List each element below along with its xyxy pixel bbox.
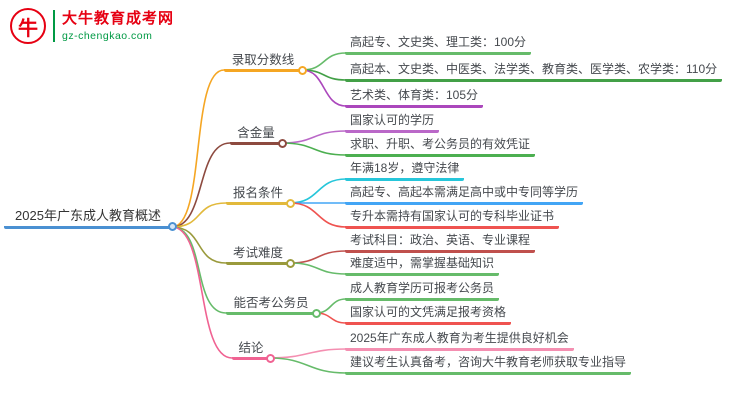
leaf-node[interactable]: 专升本需持有国家认可的专科毕业证书 <box>345 209 560 229</box>
node-toggle-dot[interactable] <box>286 199 295 208</box>
node-toggle-dot[interactable] <box>286 259 295 268</box>
leaf-node[interactable]: 艺术类、体育类：105分 <box>345 88 484 108</box>
node-toggle-dot[interactable] <box>266 354 275 363</box>
mindmap-link <box>281 142 347 156</box>
mindmap-link <box>301 69 347 107</box>
logo-url: gz-chengkao.com <box>62 30 153 42</box>
leaf-node[interactable]: 成人教育学历可报考公务员 <box>345 281 500 301</box>
mindmap-link <box>171 226 227 264</box>
leaf-node[interactable]: 难度适中，需掌握基础知识 <box>345 256 500 276</box>
bull-logo-icon: 牛 <box>10 8 46 44</box>
mindmap-link <box>281 130 347 144</box>
mindmap-link <box>301 52 347 71</box>
mindmap-link <box>171 226 227 314</box>
mindmap-link <box>289 262 347 275</box>
mindmap-link <box>289 250 347 264</box>
mindmap-link <box>171 226 233 359</box>
node-toggle-dot[interactable] <box>312 309 321 318</box>
root-node[interactable]: 2025年广东成人教育概述 <box>4 207 172 229</box>
branch-admission-score-line[interactable]: 录取分数线 <box>224 52 302 72</box>
node-toggle-dot[interactable] <box>168 222 177 231</box>
logo-title: 大牛教育成考网 <box>62 10 175 27</box>
leaf-node[interactable]: 国家认可的文凭满足报考资格 <box>345 305 512 325</box>
branch-exam-difficulty[interactable]: 考试难度 <box>226 245 290 265</box>
leaf-node[interactable]: 高起本、文史类、中医类、法学类、教育类、医学类、农学类：110分 <box>345 62 723 82</box>
mindmap-link <box>171 202 227 228</box>
leaf-node[interactable]: 考试科目：政治、英语、专业课程 <box>345 233 536 253</box>
mindmap-link <box>269 357 347 374</box>
mindmap-link <box>289 178 347 204</box>
leaf-node[interactable]: 国家认可的学历 <box>345 113 440 133</box>
branch-registration-requirements[interactable]: 报名条件 <box>226 185 290 205</box>
node-toggle-dot[interactable] <box>298 66 307 75</box>
site-logo: 牛 大牛教育成考网 gz-chengkao.com <box>10 8 174 44</box>
mindmap-link <box>171 142 231 228</box>
leaf-node[interactable]: 求职、升职、考公务员的有效凭证 <box>345 137 536 157</box>
node-toggle-dot[interactable] <box>278 139 287 148</box>
leaf-node[interactable]: 建议考生认真备考，咨询大牛教育老师获取专业指导 <box>345 355 632 375</box>
leaf-node[interactable]: 年满18岁，遵守法律 <box>345 161 465 181</box>
mindmap-link <box>289 202 347 228</box>
leaf-node[interactable]: 高起专、文史类、理工类：100分 <box>345 35 532 55</box>
branch-conclusion[interactable]: 结论 <box>232 340 270 360</box>
leaf-node[interactable]: 2025年广东成人教育为考生提供良好机会 <box>345 331 574 351</box>
branch-gold-content[interactable]: 含金量 <box>230 125 282 145</box>
logo-text-block: 大牛教育成考网 gz-chengkao.com <box>62 10 174 42</box>
mindmap-link <box>269 348 347 359</box>
leaf-node[interactable]: 高起专、高起本需满足高中或中专同等学历 <box>345 185 584 205</box>
mindmap-link <box>171 69 225 228</box>
branch-civil-service-eligibility[interactable]: 能否考公务员 <box>226 295 316 315</box>
logo-divider <box>53 10 55 42</box>
